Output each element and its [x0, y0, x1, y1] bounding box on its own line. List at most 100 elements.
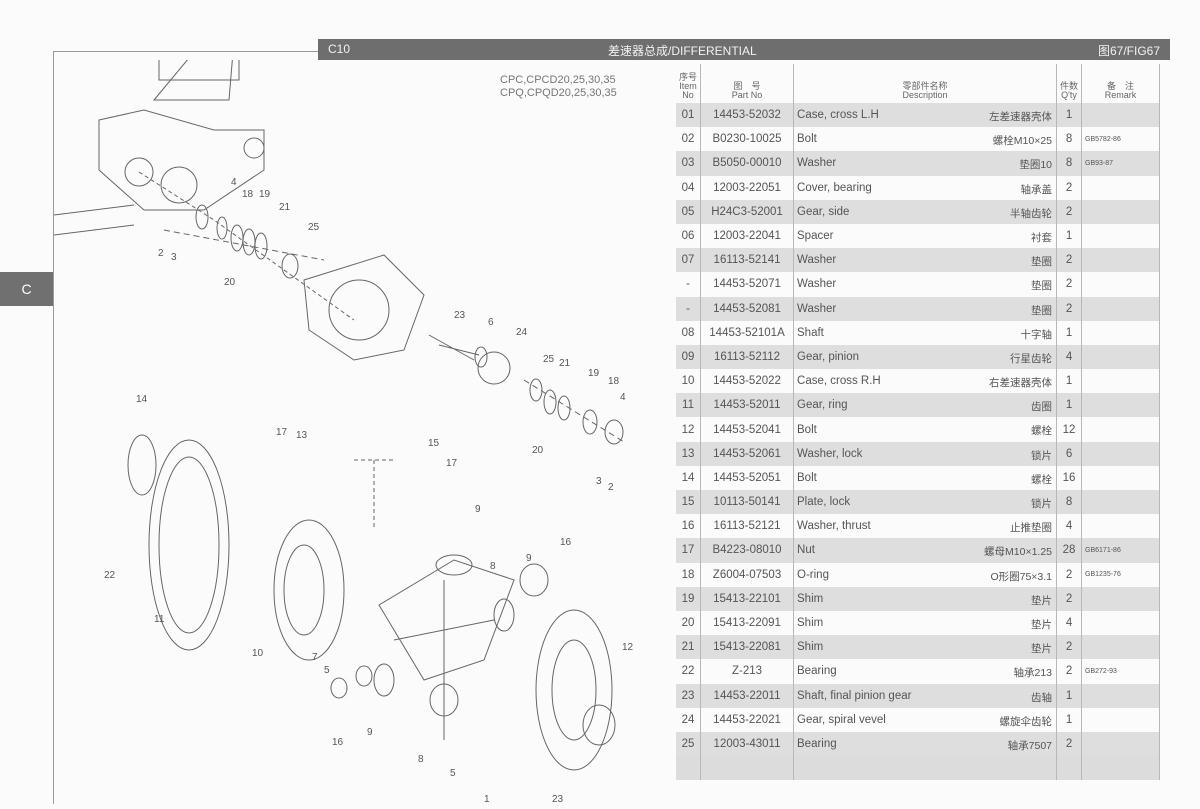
description-cn: 左差速器壳体: [989, 111, 1053, 123]
cell-part-no: 15413-22081: [700, 635, 795, 660]
description-cn: 垫圈: [1031, 304, 1053, 317]
cell-remark: GB272-93: [1081, 659, 1161, 684]
table-header: 序号 Item No 图 号 Part No 零部件名称 Description…: [676, 64, 1161, 103]
exploded-view-svg: 4 18 19 21 25 2 3 20 23 6 24 25 21 19 18…: [53, 29, 634, 805]
callout-label: 23: [454, 310, 466, 321]
cell-remark: GB5782-86: [1081, 127, 1161, 152]
cell-qty: 8: [1056, 151, 1083, 176]
cell-qty: 2: [1056, 562, 1083, 587]
description-cn: 螺栓: [1031, 473, 1053, 486]
description-cn: 半轴齿轮: [1010, 207, 1053, 220]
cell-description: Case, cross R.H 右差速器壳体: [793, 369, 1058, 394]
header-description: 零部件名称 Description: [793, 64, 1058, 103]
cell-part-no: 14453-52022: [700, 369, 795, 394]
cell-part-no: 16113-52112: [700, 344, 795, 370]
description-en: Case, cross R.H: [797, 375, 881, 388]
description-cn: 垫片: [1031, 618, 1053, 631]
description-cn: 止推垫圈: [1010, 522, 1053, 535]
callout-label: 4: [231, 177, 237, 188]
callout-label: 19: [588, 368, 600, 379]
cell-qty: 2: [1056, 248, 1083, 273]
cell-item: 06: [676, 223, 702, 249]
parts-table: 序号 Item No 图 号 Part No 零部件名称 Description…: [676, 64, 1161, 781]
callout-label: 8: [418, 754, 424, 765]
cell-qty: 1: [1056, 223, 1083, 249]
cell-qty: 2: [1056, 659, 1083, 684]
cell-remark: [1081, 683, 1161, 708]
description-en: Washer: [797, 302, 837, 315]
cell-item: 18: [676, 562, 702, 587]
forklift-illustration: [53, 29, 355, 321]
title-bar: C10 差速器总成/DIFFERENTIAL 图67/FIG67: [318, 39, 1170, 60]
cell-remark: [1081, 610, 1161, 636]
header-qty-cn: 件数: [1060, 81, 1079, 91]
callout-label: 21: [559, 358, 571, 369]
callout-label: 12: [622, 642, 634, 653]
frame-line-top: [53, 51, 318, 52]
callout-label: 2: [608, 482, 614, 493]
cell-item: 12: [676, 417, 702, 442]
cell-item: 23: [676, 683, 702, 708]
callout-label: 19: [259, 189, 271, 200]
cell-part-no: 14453-52081: [700, 296, 795, 321]
cell-qty: 4: [1056, 514, 1083, 539]
description-en: Washer: [797, 157, 837, 170]
cell-remark: [1081, 369, 1161, 394]
description-en: Washer, lock: [797, 447, 863, 460]
cell-remark: [1081, 296, 1161, 321]
cell-part-no: 14453-52071: [700, 272, 795, 297]
cell-remark: [1081, 731, 1161, 757]
header-qty: 件数 Q'ty: [1056, 64, 1083, 103]
cell-item: 15: [676, 490, 702, 515]
cell-part-no: 14453-52041: [700, 417, 795, 442]
cell-qty: 2: [1056, 586, 1083, 611]
description-cn: 齿圈: [1031, 401, 1053, 414]
cell-empty: [1056, 756, 1083, 781]
cell-qty: 16: [1056, 465, 1083, 490]
header-item-cn: 序号: [679, 72, 698, 82]
cell-remark: [1081, 441, 1161, 466]
cell-qty: 2: [1056, 635, 1083, 660]
callout-label: 14: [136, 394, 148, 405]
description-en: Bearing: [797, 665, 837, 678]
exploded-view-drawing: 4 18 19 21 25 2 3 20 23 6 24 25 21 19 18…: [53, 29, 674, 805]
cell-qty: 4: [1056, 610, 1083, 636]
header-remark-cn: 备 注: [1107, 81, 1135, 91]
description-en: Spacer: [797, 230, 834, 243]
section-tab[interactable]: C: [0, 272, 53, 306]
callout-label: 22: [104, 570, 116, 581]
description-cn: 螺旋伞齿轮: [999, 715, 1053, 728]
description-en: Washer: [797, 254, 837, 267]
description-cn: 轴承213: [1013, 667, 1053, 680]
cell-empty: [676, 756, 702, 781]
callout-label: 1: [484, 794, 490, 804]
cell-item: 19: [676, 586, 702, 611]
cell-item: 14: [676, 465, 702, 490]
table-row-empty: [676, 756, 1161, 781]
cell-remark: [1081, 586, 1161, 611]
cell-qty: 2: [1056, 731, 1083, 757]
cell-item: 01: [676, 103, 702, 128]
cell-item: 05: [676, 199, 702, 224]
description-cn: 右差速器壳体: [989, 377, 1053, 390]
description-en: Bolt: [797, 133, 817, 146]
header-qty-en: Q'ty: [1061, 90, 1077, 100]
description-en: Cover, bearing: [797, 181, 872, 194]
cell-item: 17: [676, 538, 702, 563]
callout-label: 16: [560, 537, 572, 548]
